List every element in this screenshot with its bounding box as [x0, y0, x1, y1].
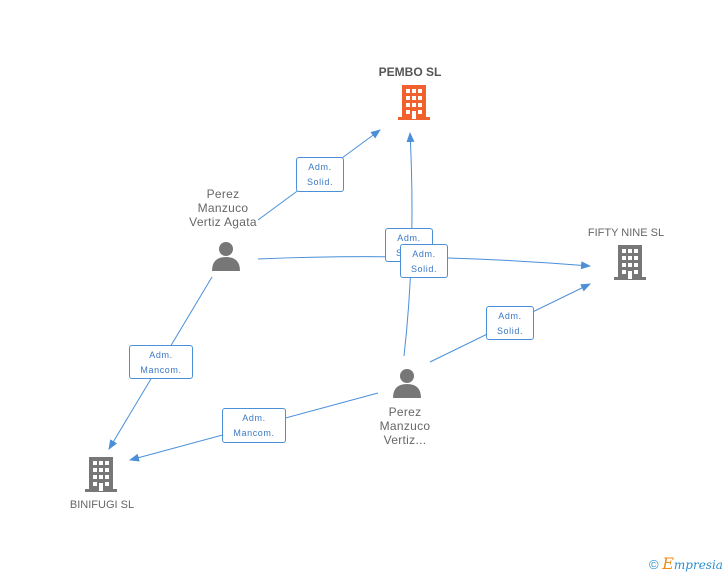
edge-label-line: Adm. [149, 350, 173, 360]
building-icon[interactable] [614, 245, 646, 281]
person-name-line: Perez [206, 187, 240, 201]
edge-label-line: Adm. [498, 311, 522, 321]
person-name-line: Manzuco [197, 201, 249, 215]
edge-label-line: Adm. [242, 413, 266, 423]
edge-label-other-fiftynine[interactable]: Adm. Solid. [486, 306, 534, 340]
copyright-symbol: © [649, 557, 659, 572]
person-name-line: Manzuco [379, 419, 431, 433]
person-name-agata: Perez Manzuco Vertiz Agata [171, 187, 275, 229]
empresia-logo: © Empresia [649, 554, 723, 573]
person-name-other: Perez Manzuco Vertiz... [355, 405, 455, 447]
edge-label-agata-fiftynine[interactable]: Adm. Solid. [400, 244, 448, 278]
building-icon[interactable] [398, 85, 430, 121]
person-icon[interactable] [391, 368, 423, 398]
person-name-line: Vertiz... [383, 433, 427, 447]
edge-label-other-binifugi[interactable]: Adm. Mancom. [222, 408, 286, 443]
edge-label-agata-pembo[interactable]: Adm. Solid. [296, 157, 344, 192]
edge-label-line: Adm. [412, 249, 436, 259]
company-name-binifugi: BINIFUGI SL [69, 499, 135, 511]
edge-label-line: Solid. [496, 326, 524, 336]
building-icon[interactable] [85, 457, 117, 493]
edge-label-agata-binifugi[interactable]: Adm. Mancom. [129, 345, 193, 379]
edge-label-line: Mancom. [140, 365, 182, 375]
edge-label-line: Adm. [308, 162, 332, 172]
edge-label-line: Solid. [306, 177, 334, 187]
edge-label-line: Adm. [397, 233, 421, 243]
person-icon[interactable] [210, 241, 242, 271]
edge-label-line: Mancom. [233, 428, 275, 438]
company-name-fiftynine: FIFTY NINE SL [587, 227, 665, 239]
brand-name: mpresia [673, 558, 723, 572]
brand-initial: E [662, 554, 674, 573]
edge-label-line: Solid. [410, 264, 438, 274]
person-name-line: Perez [388, 405, 422, 419]
person-name-line: Vertiz Agata [189, 215, 257, 229]
company-name-pembo: PEMBO SL [378, 65, 442, 79]
